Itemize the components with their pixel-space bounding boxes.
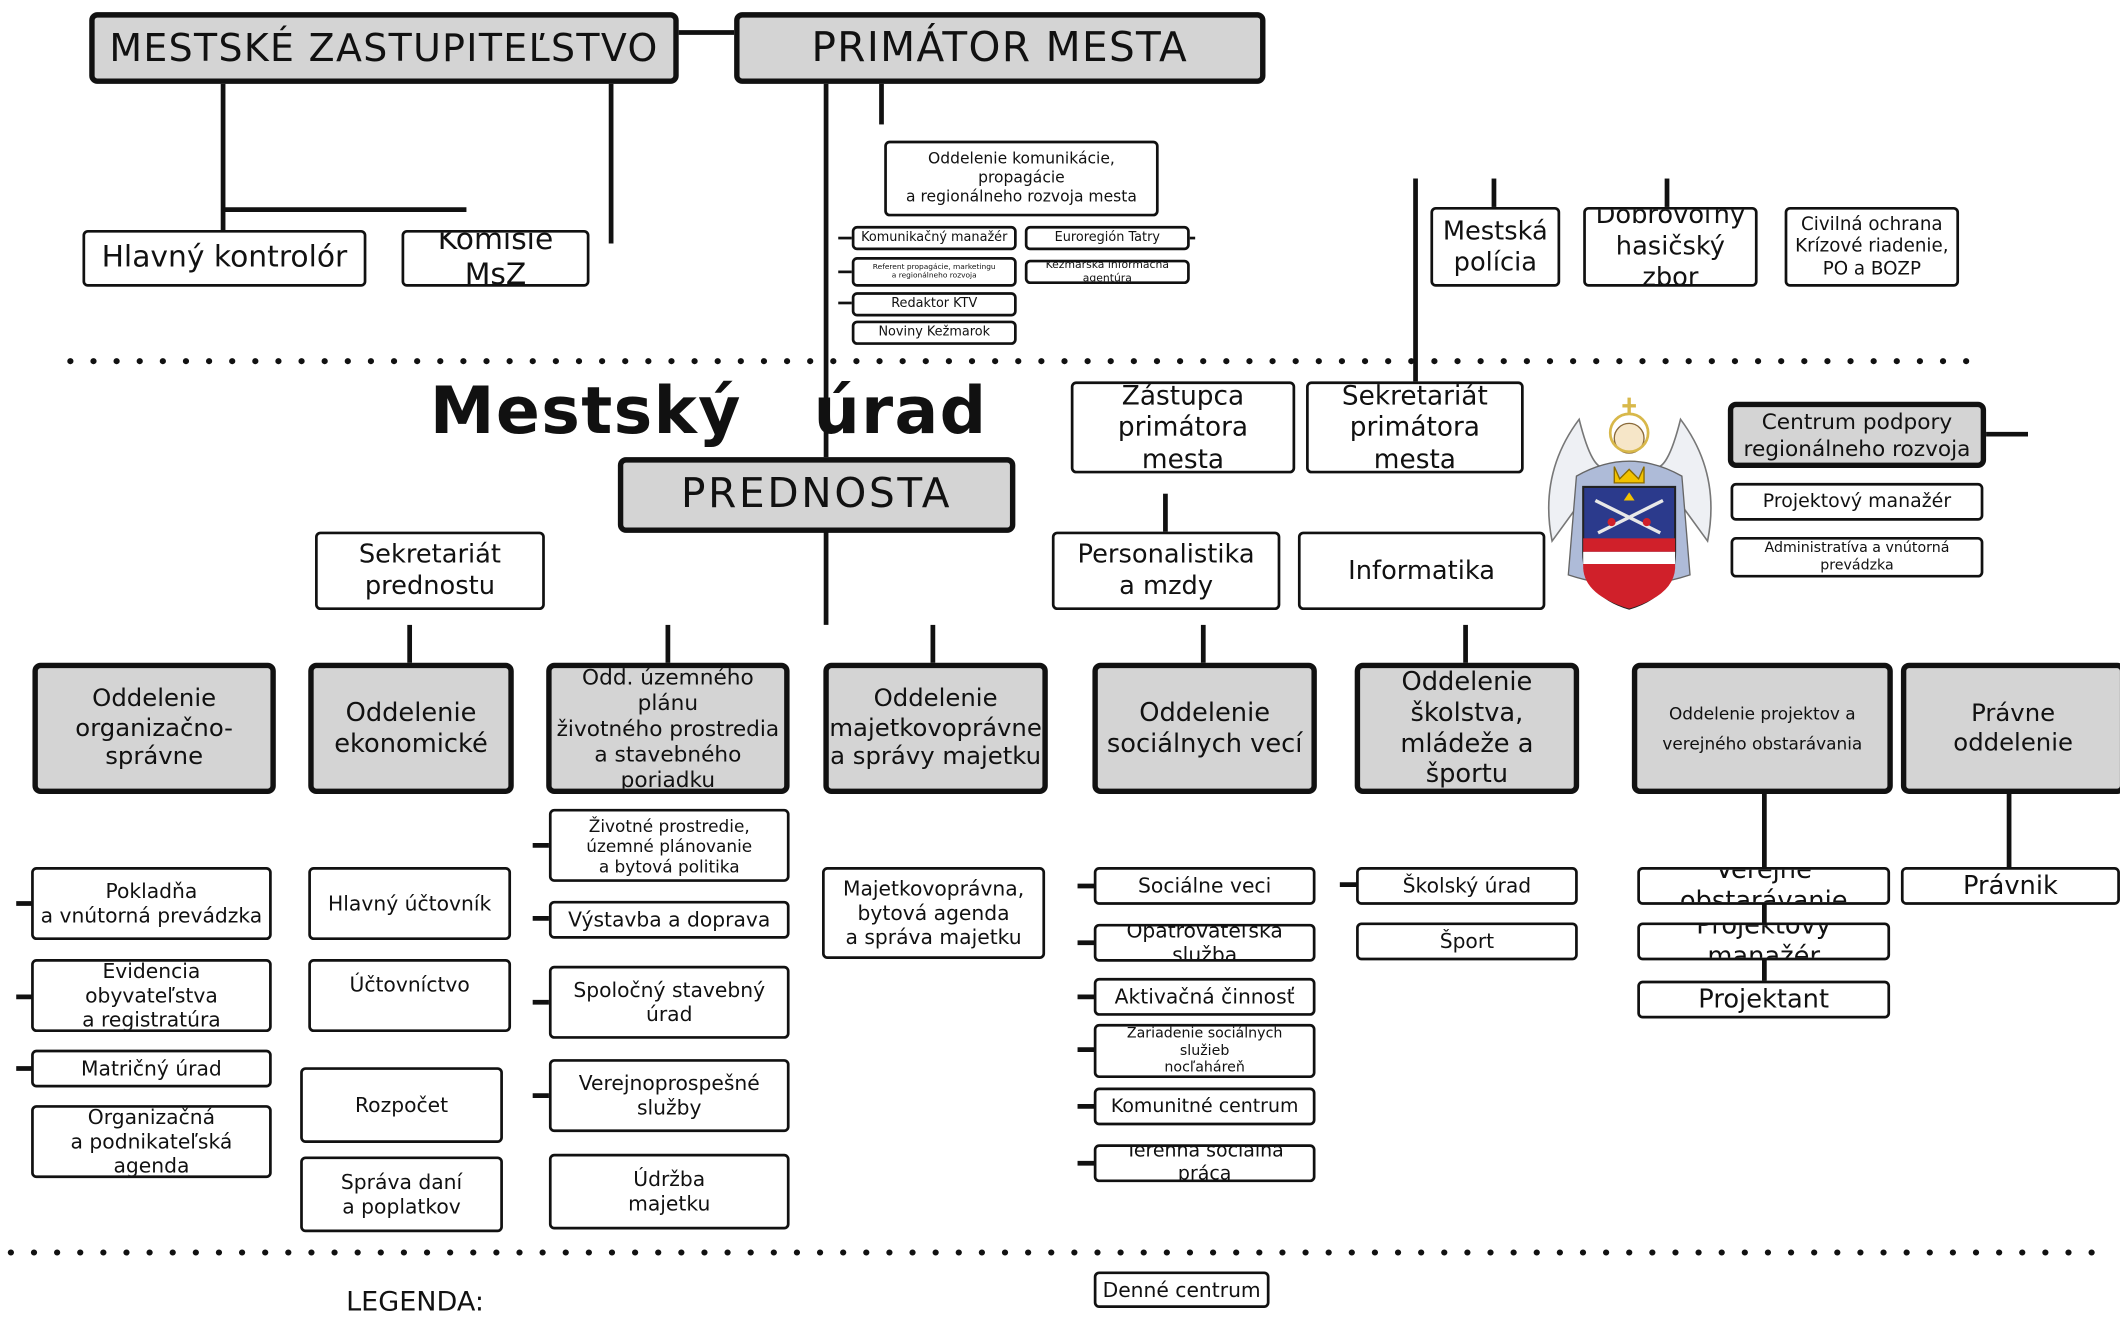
- regional-center-item: Administratíva a vnútorná prevádzka: [1730, 536, 1984, 578]
- dept-item: Evidencia obyvateľstva a registratúra: [31, 958, 272, 1033]
- city-police-box: Mestská polícia: [1430, 206, 1561, 287]
- dept-item: Šport: [1356, 922, 1578, 961]
- mayor-secretariat-box: Sekretariát primátora mesta: [1306, 381, 1524, 474]
- dept-item: Opatrovateľská služba: [1093, 923, 1316, 962]
- dept-item: Hlavný účtovník: [308, 867, 512, 941]
- communication-department-box: Oddelenie komunikácie, propagácie a regi…: [884, 140, 1159, 217]
- comm-item: Redaktor KTV: [851, 292, 1017, 317]
- regional-center-item: Projektový manažér: [1730, 482, 1984, 521]
- dept-projects-box: Oddelenie projektov a verejného obstaráv…: [1631, 662, 1893, 794]
- dept-item: Spoločný stavebný úrad: [548, 965, 790, 1039]
- dept-planning-box: Odd. územného plánu životného prostredia…: [546, 662, 790, 794]
- dept-item: Majetkovoprávna, bytová agenda a správa …: [822, 867, 1046, 959]
- city-coat-of-arms: [1547, 397, 1712, 610]
- dept-item: Aktivačná činnosť: [1093, 977, 1316, 1016]
- dept-item: Výstavba a doprava: [548, 900, 790, 939]
- dept-item: Sociálne veci: [1093, 867, 1316, 905]
- dept-education-box: Oddelenie školstva, mládeže a športu: [1354, 662, 1580, 794]
- main-controller-box: Hlavný kontrolór: [82, 229, 367, 287]
- comm-item: Komunikačný manažér: [851, 225, 1017, 251]
- comm-side-item: Euroregión Tatry: [1024, 225, 1190, 251]
- civil-protection-box: Civilná ochrana Krízové riadenie, PO a B…: [1784, 206, 1960, 287]
- dept-item: Komunitné centrum: [1093, 1087, 1316, 1126]
- dept-item: Organizačná a podnikateľská agenda: [31, 1105, 272, 1179]
- dept-item: Správa daní a poplatkov: [300, 1156, 503, 1233]
- dept-item: Matričný úrad: [31, 1049, 272, 1088]
- dept-item: Projektant: [1637, 980, 1891, 1019]
- council-commissions-box: Komisie MsZ: [401, 229, 590, 287]
- volunteer-firefighters-box: Dobrovoľný hasičský zbor: [1583, 206, 1758, 287]
- dept-item: Rozpočet: [300, 1067, 503, 1143]
- office-title: Mestský úrad: [429, 373, 988, 450]
- comm-item: Noviny Kežmarok: [851, 320, 1017, 345]
- dept-property-box: Oddelenie majetkovoprávne a správy majet…: [823, 662, 1048, 794]
- dept-item: Účtovníctvo: [308, 958, 512, 1033]
- hr-payroll-box: Personalistika a mzdy: [1051, 531, 1281, 611]
- deputy-mayor-box: Zástupca primátora mesta: [1070, 381, 1296, 474]
- it-box: Informatika: [1297, 531, 1546, 611]
- comm-item: Referent propagácie, marketingu a region…: [851, 256, 1017, 287]
- dept-social-box: Oddelenie sociálnych vecí: [1092, 662, 1317, 794]
- comm-side-item: Kežmarská informačná agentúra: [1024, 259, 1190, 285]
- dept-item: Projektový manažér: [1637, 922, 1891, 961]
- dept-item: Školský úrad: [1356, 867, 1578, 905]
- dept-item: Verejné obstarávanie: [1637, 867, 1891, 905]
- dept-organization-box: Oddelenie organizačno-správne: [32, 662, 276, 794]
- dept-economic-box: Oddelenie ekonomické: [308, 662, 514, 794]
- dept-item: Údržba majetku: [548, 1153, 790, 1230]
- legend-label: LEGENDA:: [346, 1284, 485, 1317]
- dept-item: Terénna sociálna práca: [1093, 1144, 1316, 1183]
- mayor-box: PRIMÁTOR MESTA: [734, 12, 1266, 84]
- dept-item: Zariadenie sociálnych služieb nocľaháreň: [1093, 1023, 1316, 1079]
- dept-legal-box: Právne oddelenie: [1900, 662, 2120, 794]
- dept-item: Denné centrum: [1093, 1271, 1270, 1308]
- dept-item: Verejnoprospešné služby: [548, 1059, 790, 1133]
- regional-center-box: Centrum podpory regionálneho rozvoja: [1727, 401, 1987, 468]
- chief-officer-box: PREDNOSTA: [617, 457, 1016, 533]
- chief-secretariat-box: Sekretariát prednostu: [315, 531, 545, 611]
- dept-item: Pokladňa a vnútorná prevádzka: [31, 867, 272, 941]
- dept-item: Právnik: [1900, 867, 2120, 905]
- dept-item: Životné prostredie, územné plánovanie a …: [548, 808, 790, 882]
- city-council-box: MESTSKÉ ZASTUPITEĽSTVO: [89, 12, 679, 84]
